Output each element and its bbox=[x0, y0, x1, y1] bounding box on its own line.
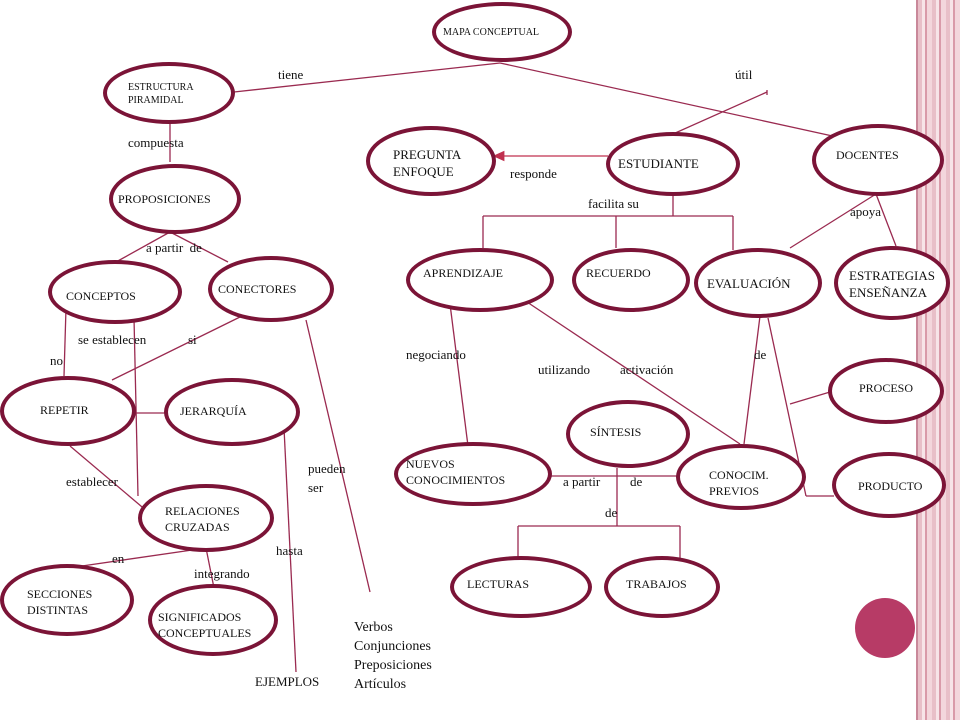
node-estudiante-label: ESTUDIANTE bbox=[618, 156, 699, 171]
connector-word-list: Verbos Conjunciones Preposiciones Artícu… bbox=[354, 620, 432, 692]
link-label-tiene: tiene bbox=[278, 67, 304, 82]
node-relaciones-cruzadas bbox=[138, 484, 274, 552]
line-relaciones-significados bbox=[205, 547, 215, 589]
link-label-de-2: de bbox=[630, 474, 643, 489]
node-conocim-previos bbox=[676, 444, 806, 510]
link-label-pueden-ser: pueden ser bbox=[308, 461, 346, 495]
node-conocim-previos-label: CONOCIM. PREVIOS bbox=[709, 468, 769, 498]
node-nuevos-conocimientos bbox=[394, 442, 552, 506]
link-label-util: útil bbox=[735, 67, 753, 82]
node-nuevos-conocimientos-label: NUEVOS CONOCIMIENTOS bbox=[406, 457, 506, 487]
node-sintesis bbox=[566, 400, 690, 468]
link-label-a-partir: a partir bbox=[563, 474, 601, 489]
line-conectores-verbos bbox=[305, 319, 371, 593]
node-proposiciones-label: PROPOSICIONES bbox=[118, 192, 211, 206]
link-label-negociando: negociando bbox=[406, 347, 466, 362]
node-estructura-piramidal bbox=[103, 62, 235, 124]
link-label-utilizando: utilizando bbox=[538, 362, 590, 377]
decorative-side-stripe bbox=[918, 0, 960, 720]
line-util-estudiante bbox=[672, 91, 768, 135]
node-estudiante bbox=[606, 132, 740, 196]
link-label-de-1: de bbox=[754, 347, 767, 362]
node-sintesis-label: SÍNTESIS bbox=[590, 425, 642, 439]
line-conceptos-repetir bbox=[63, 307, 67, 377]
line-proceso-join bbox=[789, 391, 831, 405]
link-label-activacion: activación bbox=[620, 362, 674, 377]
link-label-establecer: establecer bbox=[66, 474, 118, 489]
link-label-facilita-su: facilita su bbox=[588, 196, 639, 211]
link-label-apoya: apoya bbox=[850, 204, 882, 219]
node-conceptos-label: CONCEPTOS bbox=[66, 289, 136, 303]
line-conectores-repetir bbox=[111, 315, 243, 381]
node-docentes bbox=[812, 124, 944, 196]
line-aprendizaje-nuevos bbox=[449, 303, 469, 447]
link-label-si: si bbox=[188, 332, 197, 347]
node-conceptos bbox=[48, 260, 182, 324]
node-conectores bbox=[208, 256, 334, 322]
node-producto bbox=[832, 452, 946, 518]
node-recuerdo-label: RECUERDO bbox=[586, 266, 651, 280]
node-aprendizaje-label: APRENDIZAJE bbox=[423, 266, 503, 280]
node-pregunta-enfoque-label: PREGUNTA ENFOQUE bbox=[393, 147, 462, 179]
node-lecturas bbox=[450, 556, 592, 618]
ejemplos-text: EJEMPLOS bbox=[255, 674, 320, 689]
line-evaluacion-previos bbox=[743, 315, 761, 445]
node-jerarquia-label: JERARQUÍA bbox=[180, 404, 247, 418]
link-label-en: en bbox=[112, 551, 125, 566]
node-repetir-label: REPETIR bbox=[40, 403, 89, 417]
link-label-responde: responde bbox=[510, 166, 557, 181]
node-lecturas-label: LECTURAS bbox=[467, 577, 530, 591]
node-aprendizaje bbox=[406, 248, 554, 312]
node-proposiciones bbox=[109, 164, 241, 234]
line-aprendizaje-previos bbox=[523, 299, 741, 445]
node-recuerdo bbox=[572, 248, 690, 312]
node-docentes-label: DOCENTES bbox=[836, 148, 899, 162]
line-docentes-estrategias bbox=[875, 193, 897, 247]
line-mapa-estructura bbox=[233, 62, 501, 93]
node-evaluacion-label: EVALUACIÓN bbox=[707, 276, 791, 291]
node-mapa-conceptual bbox=[432, 2, 572, 62]
line-relaciones-secciones bbox=[81, 547, 207, 567]
node-significados-conceptuales bbox=[148, 584, 278, 656]
node-significados-conceptuales-label: SIGNIFICADOS CONCEPTUALES bbox=[158, 610, 252, 640]
node-relaciones-cruzadas-label: RELACIONES CRUZADAS bbox=[165, 504, 240, 534]
node-proceso-label: PROCESO bbox=[859, 381, 914, 395]
node-trabajos bbox=[604, 556, 720, 618]
node-mapa-conceptual-label: MAPA CONCEPTUAL bbox=[443, 27, 540, 38]
node-estructura-piramidal-label: ESTRUCTURA PIRAMIDAL bbox=[128, 82, 194, 106]
link-label-no: no bbox=[50, 353, 63, 368]
node-trabajos-label: TRABAJOS bbox=[626, 577, 687, 591]
link-label-compuesta: compuesta bbox=[128, 135, 184, 150]
line-docentes-evaluacion bbox=[789, 193, 877, 249]
link-label-hasta: hasta bbox=[276, 543, 303, 558]
node-estrategias-ensenanza bbox=[834, 246, 950, 320]
line-proposiciones-conectores bbox=[169, 231, 229, 263]
node-evaluacion bbox=[694, 248, 822, 318]
node-repetir bbox=[0, 376, 136, 446]
node-secciones-distintas-label: SECCIONES DISTINTAS bbox=[27, 587, 93, 617]
link-label-de-3: de bbox=[605, 505, 618, 520]
node-jerarquia bbox=[164, 378, 300, 446]
link-label-a-partir-de-1: a partir de bbox=[146, 240, 202, 255]
node-conectores-label: CONECTORES bbox=[218, 282, 297, 296]
line-repetir-relaciones bbox=[69, 445, 149, 513]
node-pregunta-enfoque bbox=[366, 126, 496, 196]
node-secciones-distintas bbox=[0, 564, 134, 636]
node-producto-label: PRODUCTO bbox=[858, 479, 923, 493]
decorative-circle bbox=[855, 598, 915, 658]
link-label-integrando: integrando bbox=[194, 566, 250, 581]
line-proposiciones-conceptos bbox=[115, 231, 171, 263]
line-mapa-util bbox=[499, 62, 879, 147]
node-proceso bbox=[828, 358, 944, 424]
side-border-line bbox=[916, 0, 918, 720]
line-conceptos-relaciones bbox=[133, 317, 139, 497]
line-jerarquia-ejemplos bbox=[283, 427, 297, 673]
link-label-se-establecen: se establecen bbox=[78, 332, 147, 347]
node-estrategias-ensenanza-label: ESTRATEGIAS ENSEÑANZA bbox=[849, 268, 935, 300]
